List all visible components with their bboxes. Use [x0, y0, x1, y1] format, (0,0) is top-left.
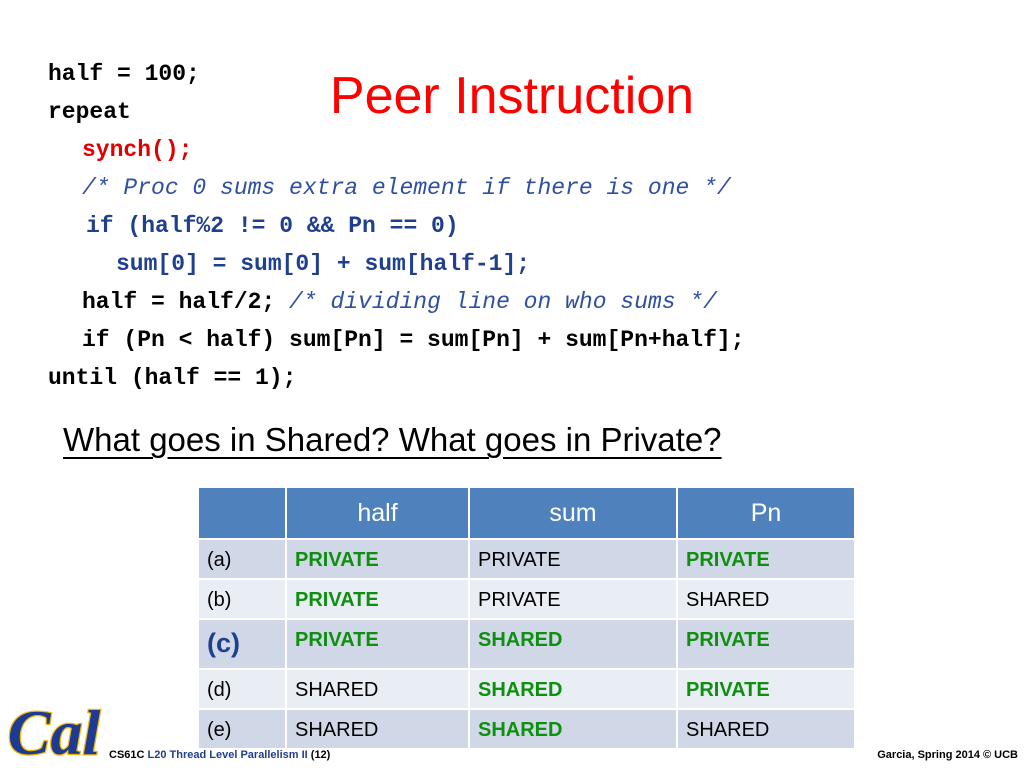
table-row: (b) PRIVATE PRIVATE SHARED: [197, 578, 856, 620]
slide-title: Peer Instruction: [329, 67, 695, 125]
cell-half: SHARED: [285, 668, 470, 710]
cell-sum: PRIVATE: [468, 538, 678, 580]
header-blank: [197, 486, 287, 540]
footer-lecture: L20 Thread Level Parallelism II: [147, 749, 308, 761]
question-text: What goes in Shared? What goes in Privat…: [63, 421, 722, 458]
code-line-3: synch();: [82, 137, 193, 163]
cell-pn: SHARED: [676, 578, 856, 620]
row-label: (c): [197, 618, 287, 670]
row-label-c: (c): [207, 628, 240, 658]
code-line-5: if (half%2 != 0 && Pn == 0): [86, 213, 459, 239]
row-label: (e): [197, 708, 287, 750]
code-line-9: until (half == 1);: [48, 365, 297, 391]
table-row: (e) SHARED SHARED SHARED: [197, 708, 856, 750]
row-label: (b): [197, 578, 287, 620]
cell-sum: SHARED: [468, 618, 678, 670]
cell-sum: PRIVATE: [468, 578, 678, 620]
cell-half: SHARED: [285, 708, 470, 750]
header-pn: Pn: [676, 486, 856, 540]
row-label: (a): [197, 538, 287, 580]
row-label: (d): [197, 668, 287, 710]
code-line-4-comment: /* Proc 0 sums extra element if there is…: [82, 175, 731, 201]
code-line-7: half = half/2; /* dividing line on who s…: [82, 288, 717, 316]
footer-left: CS61C L20 Thread Level Parallelism II (1…: [109, 749, 330, 761]
cell-pn: PRIVATE: [676, 618, 856, 670]
table-row-highlighted: (c) PRIVATE SHARED PRIVATE: [197, 618, 856, 670]
cell-pn: PRIVATE: [676, 538, 856, 580]
code-line-1: half = 100;: [48, 61, 200, 87]
cal-logo-icon: Cal: [7, 696, 102, 768]
table-header-row: half sum Pn: [197, 486, 856, 540]
header-sum: sum: [468, 486, 678, 540]
code-line-7-comment: /* dividing line on who sums */: [289, 289, 717, 315]
cal-logo-text: Cal: [8, 697, 101, 768]
code-line-2: repeat: [48, 99, 131, 125]
cell-half: PRIVATE: [285, 538, 470, 580]
cell-pn: SHARED: [676, 708, 856, 750]
cell-half: PRIVATE: [285, 618, 470, 670]
code-line-6: sum[0] = sum[0] + sum[half-1];: [116, 251, 531, 277]
footer-course: CS61C: [109, 749, 145, 761]
code-line-8: if (Pn < half) sum[Pn] = sum[Pn] + sum[P…: [82, 327, 745, 353]
cell-sum: SHARED: [468, 708, 678, 750]
cell-sum: SHARED: [468, 668, 678, 710]
table-row: (a) PRIVATE PRIVATE PRIVATE: [197, 538, 856, 580]
cell-pn: PRIVATE: [676, 668, 856, 710]
table-row: (d) SHARED SHARED PRIVATE: [197, 668, 856, 710]
cell-half: PRIVATE: [285, 578, 470, 620]
footer-page: (12): [310, 749, 331, 761]
code-line-7-code: half = half/2;: [82, 289, 276, 315]
header-half: half: [285, 486, 470, 540]
footer-credit: Garcia, Spring 2014 © UCB: [877, 749, 1018, 761]
answer-table: half sum Pn (a) PRIVATE PRIVATE PRIVATE …: [197, 486, 856, 750]
